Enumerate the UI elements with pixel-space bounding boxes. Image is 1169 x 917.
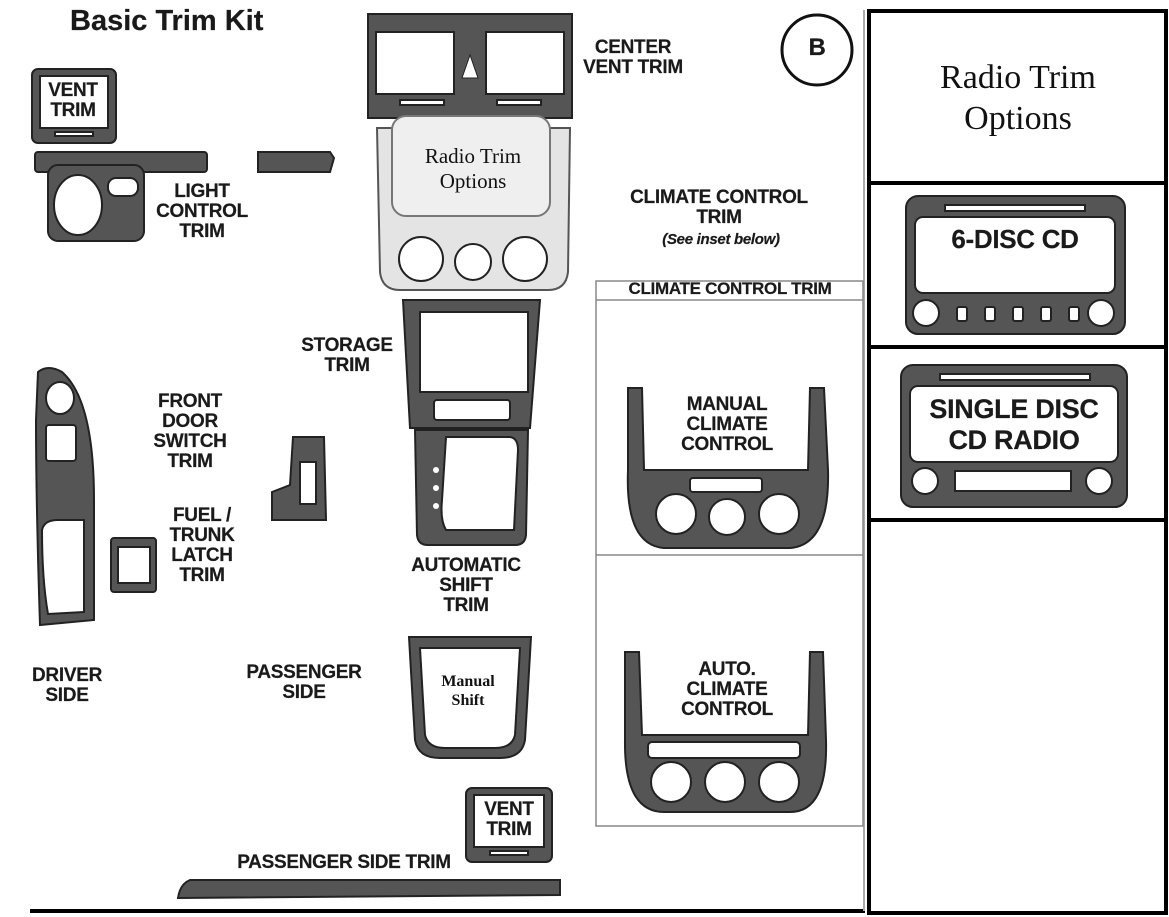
badge-letter: B bbox=[808, 34, 826, 61]
label-vent-trim-bottom: VENT TRIM bbox=[484, 799, 534, 840]
label-climate-control: CLIMATE CONTROL TRIM bbox=[630, 187, 808, 228]
single-disc-radio-shape bbox=[900, 364, 1128, 508]
fuel-trunk-shape bbox=[110, 537, 157, 593]
light-control-shape bbox=[34, 151, 336, 242]
passenger-side-trim-shape bbox=[176, 879, 561, 900]
label-see-inset: (See inset below) bbox=[662, 231, 780, 248]
radio-option-single-disc: SINGLE DISC CD RADIO bbox=[929, 394, 1099, 456]
climate-inset-frame bbox=[595, 280, 864, 827]
radio-options-header: Radio Trim Options bbox=[940, 59, 1096, 137]
six-disc-radio-shape bbox=[905, 195, 1126, 335]
label-climate-header: CLIMATE CONTROL TRIM bbox=[628, 279, 832, 298]
radio-options-frame bbox=[867, 9, 1168, 915]
label-manual-shift: Manual Shift bbox=[441, 673, 495, 710]
radio-trim-shape bbox=[375, 115, 572, 291]
storage-trim-shape bbox=[401, 299, 542, 429]
manual-shift-shape bbox=[407, 636, 533, 759]
label-front-door: FRONT DOOR SWITCH TRIM bbox=[153, 391, 227, 472]
label-radio-trim: Radio Trim Options bbox=[424, 144, 522, 194]
label-passenger-side-trim: PASSENGER SIDE TRIM bbox=[237, 852, 451, 873]
vent-trim-top-shape bbox=[31, 68, 117, 144]
front-door-switch-shape bbox=[271, 436, 328, 521]
radio-option-six-disc: 6-DISC CD bbox=[951, 224, 1079, 254]
driver-side-shape bbox=[34, 367, 95, 627]
label-passenger-side: PASSENGER SIDE bbox=[246, 662, 362, 703]
label-driver-side: DRIVER SIDE bbox=[32, 665, 103, 706]
auto-climate-shape bbox=[623, 651, 828, 813]
diagram-title: Basic Trim Kit bbox=[70, 5, 264, 37]
automatic-shift-shape bbox=[413, 429, 530, 546]
label-manual-climate: MANUAL CLIMATE CONTROL bbox=[681, 394, 773, 455]
label-center-vent: CENTER VENT TRIM bbox=[583, 37, 683, 78]
label-vent-trim-top: VENT TRIM bbox=[48, 80, 98, 121]
center-vent-shape bbox=[367, 13, 573, 119]
manual-climate-shape bbox=[626, 387, 830, 549]
vent-trim-bottom-shape bbox=[465, 787, 553, 863]
label-auto-shift: AUTOMATIC SHIFT TRIM bbox=[411, 555, 521, 616]
label-storage: STORAGE TRIM bbox=[301, 335, 393, 376]
label-fuel-trunk: FUEL / TRUNK LATCH TRIM bbox=[169, 505, 235, 586]
label-light-control: LIGHT CONTROL TRIM bbox=[156, 181, 248, 242]
label-auto-climate: AUTO. CLIMATE CONTROL bbox=[681, 659, 773, 720]
badge-circle bbox=[780, 13, 854, 87]
